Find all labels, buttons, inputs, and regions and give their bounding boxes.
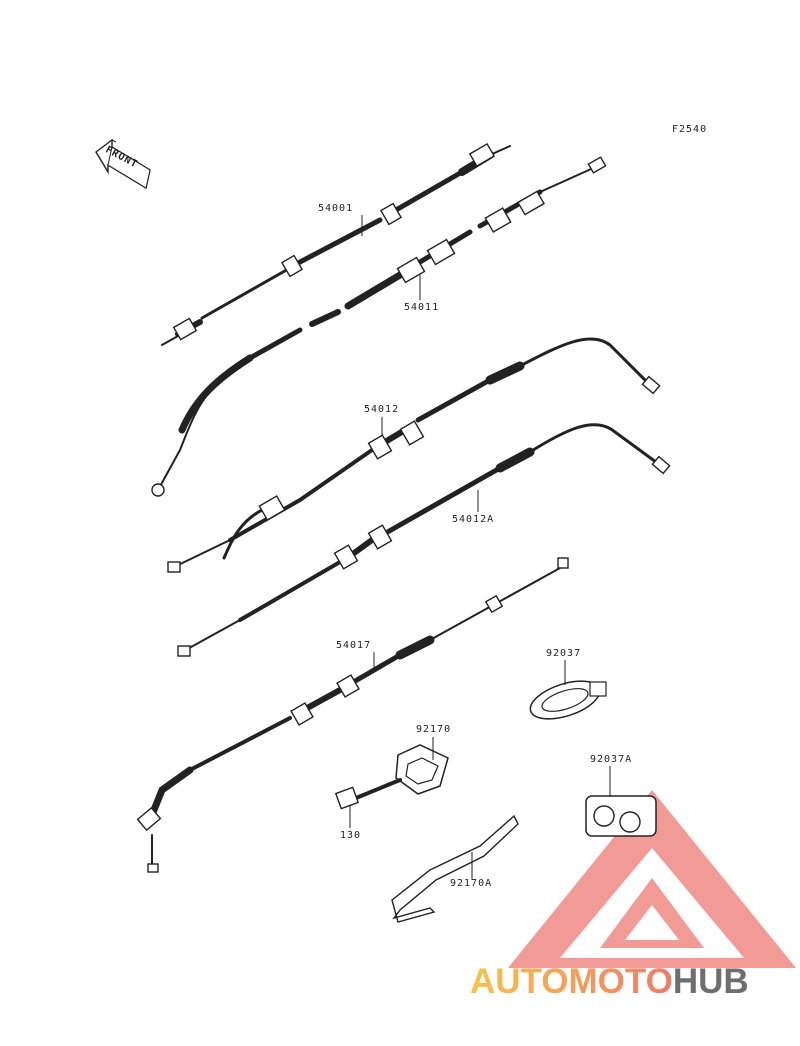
cable-54012 — [167, 337, 661, 573]
part-label-130: 130 — [340, 830, 362, 841]
cable-54017 — [136, 557, 569, 873]
leader-lines — [349, 215, 611, 880]
front-arrow-icon — [95, 138, 151, 190]
part-label-54012: 54012 — [364, 404, 400, 415]
cable-54001 — [161, 142, 511, 346]
watermark-text-part1: AUTOMOTO — [470, 962, 673, 1001]
part-label-54012A: 54012A — [452, 514, 495, 525]
bolt-130 — [334, 778, 402, 810]
diagram-code: F2540 — [672, 124, 708, 135]
clamp-92037A — [585, 795, 657, 837]
clamp-92170 — [395, 744, 449, 795]
part-label-54011: 54011 — [404, 302, 440, 313]
watermark-logo-icon — [508, 790, 796, 968]
cable-54011 — [151, 156, 607, 497]
part-label-54001: 54001 — [318, 203, 354, 214]
clip-92170A — [391, 814, 519, 923]
part-label-92037A: 92037A — [590, 754, 633, 765]
cable-54012A — [177, 423, 671, 657]
part-label-92037: 92037 — [546, 648, 582, 659]
part-label-92170: 92170 — [416, 724, 452, 735]
part-label-54017: 54017 — [336, 640, 372, 651]
watermark-text: AUTOMOTOHUB — [470, 962, 749, 1002]
watermark-text-part2: HUB — [672, 962, 749, 1001]
part-label-92170A: 92170A — [450, 878, 493, 889]
clamp-92037 — [529, 680, 607, 720]
